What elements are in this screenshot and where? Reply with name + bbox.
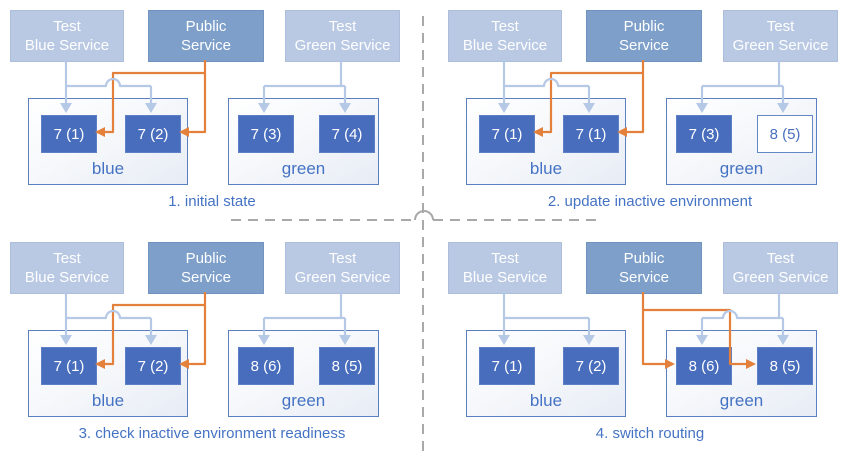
blue-environment-box: 7 (1) 7 (2) blue (466, 330, 626, 417)
service-label-line: Test (328, 250, 357, 267)
pod-green-2: 8 (5) (319, 347, 375, 385)
pod-blue-2: 7 (2) (125, 115, 181, 153)
pod-green-1: 7 (3) (238, 115, 294, 153)
service-label-line: Public (185, 250, 227, 267)
service-label-line: Test (766, 250, 795, 267)
panel-2-update-inactive-environment: Test Blue Service Public Service Test Gr… (424, 0, 848, 228)
service-label-line: Test (53, 250, 81, 267)
panel-content: Test Blue Service Public Service Test Gr… (438, 232, 848, 456)
service-label-line: Blue Service (462, 269, 548, 286)
environment-label: blue (529, 391, 563, 410)
green-environment-box: 7 (3) 7 (4) green (228, 98, 379, 185)
test-blue-service-box: Test Blue Service (10, 242, 124, 294)
service-label-line: Blue Service (462, 37, 548, 54)
green-environment-box: 8 (6) 8 (5) green (666, 330, 817, 417)
service-label-line: Public (623, 250, 665, 267)
pod-blue-1: 7 (1) (479, 115, 535, 153)
panel-content: Test Blue Service Public Service Test Gr… (438, 0, 848, 228)
pod-blue-1: 7 (1) (479, 347, 535, 385)
environment-label: blue (91, 159, 125, 178)
service-label-line: Green Service (732, 269, 829, 286)
public-service-box: Public Service (148, 242, 264, 294)
pod-blue-1: 7 (1) (41, 347, 97, 385)
green-environment-box: 7 (3) 8 (5) green (666, 98, 817, 185)
service-label-line: Green Service (294, 269, 391, 286)
service-label-line: Service (618, 269, 670, 286)
service-label-line: Blue Service (24, 37, 110, 54)
pod-blue-2: 7 (2) (563, 347, 619, 385)
pod-green-2: 8 (5) (757, 115, 813, 153)
service-label-line: Green Service (294, 37, 391, 54)
step-caption: 1. initial state (168, 193, 256, 210)
environment-label: green (719, 391, 764, 410)
environment-label: green (281, 391, 326, 410)
test-green-service-box: Test Green Service (285, 242, 400, 294)
blue-environment-box: 7 (1) 7 (1) blue (466, 98, 626, 185)
service-label-line: Test (766, 18, 795, 35)
public-service-box: Public Service (586, 10, 702, 62)
service-label-line: Public (623, 18, 665, 35)
service-label-line: Green Service (732, 37, 829, 54)
step-caption: 3. check inactive environment readiness (78, 425, 346, 442)
pod-green-1: 8 (6) (238, 347, 294, 385)
service-label-line: Test (491, 250, 519, 267)
environment-label: blue (91, 391, 125, 410)
step-caption: 2. update inactive environment (547, 193, 753, 210)
service-label-line: Test (491, 18, 519, 35)
pod-blue-1: 7 (1) (41, 115, 97, 153)
blue-environment-box: 7 (1) 7 (2) blue (28, 330, 188, 417)
test-green-service-box: Test Green Service (723, 10, 838, 62)
panel-4-switch-routing: Test Blue Service Public Service Test Gr… (424, 228, 848, 456)
pod-green-2: 7 (4) (319, 115, 375, 153)
green-environment-box: 8 (6) 8 (5) green (228, 330, 379, 417)
service-label-line: Test (53, 18, 81, 35)
service-label-line: Service (180, 37, 232, 54)
step-caption: 4. switch routing (595, 425, 705, 442)
test-green-service-box: Test Green Service (723, 242, 838, 294)
pod-green-1: 7 (3) (676, 115, 732, 153)
service-label-line: Service (180, 269, 232, 286)
pod-blue-2: 7 (2) (125, 347, 181, 385)
service-label-line: Blue Service (24, 269, 110, 286)
test-blue-service-box: Test Blue Service (448, 10, 562, 62)
environment-label: blue (529, 159, 563, 178)
environment-label: green (281, 159, 326, 178)
panel-1-initial-state: Test Blue Service Public Service Test Gr… (0, 0, 424, 228)
environment-label: green (719, 159, 764, 178)
service-label-line: Test (328, 18, 357, 35)
service-label-line: Public (185, 18, 227, 35)
test-green-service-box: Test Green Service (285, 10, 400, 62)
public-service-box: Public Service (148, 10, 264, 62)
service-label-line: Service (618, 37, 670, 54)
blue-environment-box: 7 (1) 7 (2) blue (28, 98, 188, 185)
public-service-box: Public Service (586, 242, 702, 294)
panel-3-check-inactive-environment-readiness: Test Blue Service Public Service Test Gr… (0, 228, 424, 456)
pod-green-2: 8 (5) (757, 347, 813, 385)
test-blue-service-box: Test Blue Service (10, 10, 124, 62)
divider-crossing-hop (414, 210, 434, 221)
test-blue-service-box: Test Blue Service (448, 242, 562, 294)
pod-blue-2: 7 (1) (563, 115, 619, 153)
panel-content: Test Blue Service Public Service Test Gr… (0, 232, 424, 456)
pod-green-1: 8 (6) (676, 347, 732, 385)
panel-content: Test Blue Service Public Service Test Gr… (0, 0, 424, 228)
